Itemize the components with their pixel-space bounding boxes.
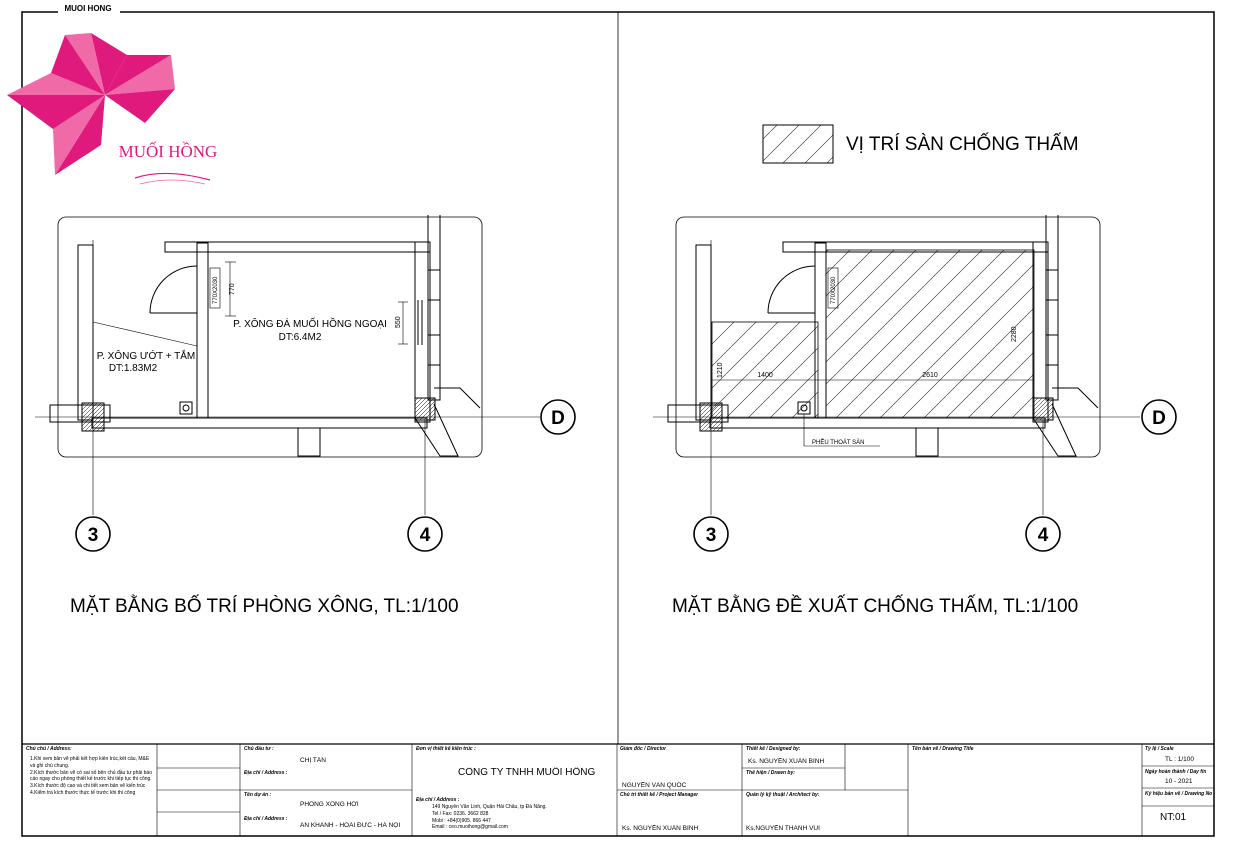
company-email: Email : ceo.muoihong@gmail.com	[432, 824, 508, 831]
dim-1210: 1210	[717, 362, 724, 378]
svg-text:3: 3	[88, 525, 99, 546]
svg-text:D: D	[551, 408, 565, 429]
left-dim-window: 550	[395, 316, 402, 328]
dim-2610: 2610	[922, 372, 938, 379]
designer-label: Đơn vị thiết kế kiến trúc :	[416, 746, 476, 752]
plan-right: 770X2030 1210 1400 2610 2280 PHỄU THOÁT …	[653, 215, 1140, 515]
plan-left: 770X2030 770 550 P. XÔNG ĐÁ MUỐI HỒNG NG…	[35, 215, 540, 515]
room-big-area: DT:6.4M2	[279, 332, 322, 343]
svg-text:4: 4	[1038, 525, 1049, 546]
location-label: Địa chỉ / Address :	[244, 816, 288, 822]
note-3: 3.Kích thước độ cao và chi tiết xem bản …	[30, 783, 146, 789]
waterproof-zone-big	[825, 249, 1035, 419]
checked-label: Quản lý kỹ thuật / Architect by:	[746, 792, 820, 798]
grid-bubble-d-right: D	[1141, 399, 1177, 435]
room-small-name: P. XÔNG ƯỚT + TẮM	[97, 349, 196, 362]
address-label: Địa chỉ / Address :	[244, 770, 288, 776]
company-tel: Tel / Fax: 0236. 3662 828	[432, 810, 489, 817]
note-1: 1.Khi xem bản vẽ phải kết hợp kiến trúc,…	[30, 756, 150, 769]
director-label: Giám đốc / Director	[620, 746, 667, 752]
pm-label: Chủ trì thiết kế / Project Manager	[620, 792, 699, 798]
date-value: 10 - 2021	[1165, 778, 1193, 785]
header-brand: MUOI HONG	[64, 4, 111, 13]
right-door-tag: 770X2030	[831, 276, 837, 304]
grid-bubble-3-right: 3	[693, 516, 729, 552]
drain-icon	[179, 401, 193, 415]
legend-label: VỊ TRÍ SÀN CHỐNG THẤM	[846, 133, 1079, 155]
logo-flower-icon	[7, 33, 175, 175]
designed-label: Thiết kế / Designed by:	[746, 746, 801, 752]
left-dim-door: 770	[229, 283, 236, 295]
date-label: Ngày hoàn thành / Day fin	[1145, 769, 1207, 775]
grid-bubble-4-right: 4	[1025, 516, 1061, 552]
sheet-number: NT:01	[1160, 812, 1187, 823]
company-address: 149 Nguyễn Văn Linh, Quận Hải Châu, tp Đ…	[432, 804, 547, 810]
director-value: NGUYỄN VĂN QUỐC	[622, 782, 687, 789]
dim-1400: 1400	[757, 372, 773, 379]
grid-bubble-4-left: 4	[407, 516, 443, 552]
right-plan-title: MẶT BẰNG ĐỀ XUẤT CHỐNG THẤM, TL:1/100	[672, 595, 1078, 617]
drain-label: PHỄU THOÁT SÀN	[812, 439, 864, 446]
dim-2280: 2280	[1011, 326, 1018, 342]
grid-bubble-d-left: D	[540, 399, 576, 435]
project-label: Tên dự án :	[244, 792, 272, 798]
notes-list: 1.Khi xem bản vẽ phải kết hợp kiến trúc,…	[30, 756, 154, 797]
logo-text: MUỐI HỒNG	[119, 142, 218, 161]
scale-label: Tỷ lệ / Scale	[1145, 746, 1174, 752]
designed-value: Ks. NGUYỄN XUÂN BÌNH	[748, 758, 825, 765]
svg-text:3: 3	[706, 525, 717, 546]
room-big-name: P. XÔNG ĐÁ MUỐI HỒNG NGOẠI	[233, 316, 387, 330]
project-value: PHÒNG XÔNG HƠI	[300, 801, 359, 808]
room-small-area: DT:1.83M2	[109, 363, 158, 374]
scale-value: TL : 1/100	[1165, 756, 1195, 763]
left-plan-title: MẶT BẰNG BỐ TRÍ PHÒNG XÔNG, TL:1/100	[70, 595, 459, 617]
waterproof-zone-small	[711, 321, 819, 419]
title-block-lines	[156, 744, 1214, 836]
drawn-label: Thể hiện / Drawn by:	[746, 770, 795, 776]
grid-bubble-3-left: 3	[75, 516, 111, 552]
company-mobi: Mobi : +84(0)905. 866 447	[432, 817, 491, 824]
company-address-label: Địa chỉ / Address :	[416, 797, 460, 803]
owner-label: Chủ đầu tư :	[244, 746, 274, 752]
checked-value: Ks.NGUYỄN THANH VUI	[746, 825, 820, 832]
sheet-label: Ký hiệu bản vẽ / Drawing No	[1145, 791, 1213, 797]
notes-label: Chú chú / Address:	[26, 746, 72, 752]
pm-value: Ks. NGUYỄN XUÂN BÌNH	[622, 825, 699, 832]
svg-text:D: D	[1152, 408, 1166, 429]
left-door-tag: 770X2030	[213, 276, 219, 304]
owner-value: CHỊ TÂN	[300, 757, 326, 764]
drawing-title-label: Tên bản vẽ / Drawing Title	[912, 746, 974, 752]
company-name: CÔNG TY TNHH MUỐI HỒNG	[458, 767, 596, 778]
note-2: 2.Kích thước bản vẽ có sai số bên chủ đầ…	[30, 769, 152, 783]
location-value: AN KHÁNH - HOÀI ĐỨC - HÀ NỘI	[300, 822, 401, 829]
company-contact: 149 Nguyễn Văn Linh, Quận Hải Châu, tp Đ…	[432, 804, 614, 831]
legend-hatch-swatch	[762, 124, 834, 164]
svg-text:4: 4	[420, 525, 431, 546]
note-4: 4.Kiểm tra kích thước thực tế trước khi …	[30, 789, 136, 796]
